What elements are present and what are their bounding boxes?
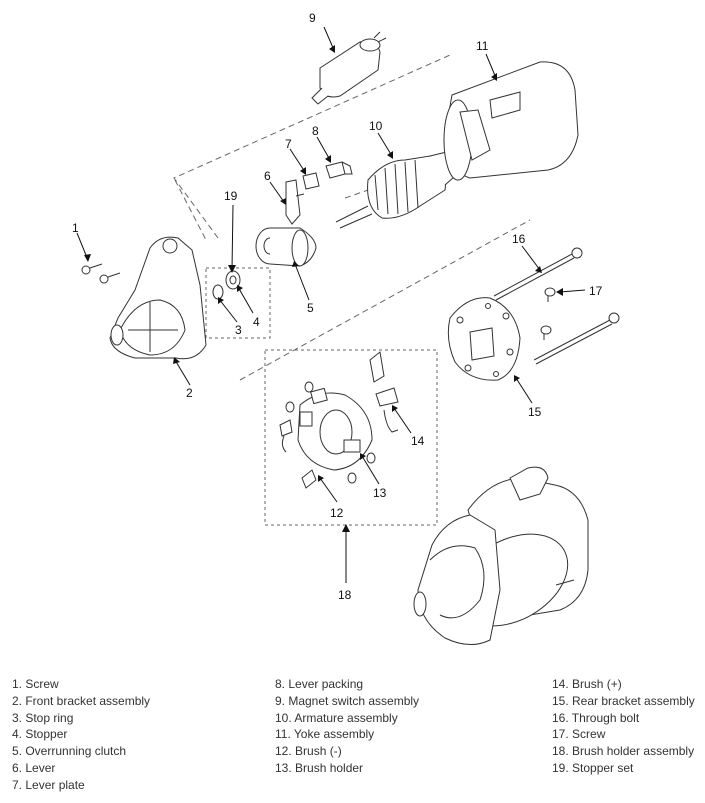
lever: [285, 179, 305, 225]
stopper-set-box: [205, 267, 271, 339]
screw-part-17: [540, 287, 556, 340]
callout-11: 11: [476, 39, 489, 53]
legend-item: 2. Front bracket assembly: [12, 693, 151, 708]
legend-item: 7. Lever plate: [12, 777, 85, 792]
through-bolt: [493, 247, 620, 365]
callout-10: 10: [369, 119, 383, 133]
brush-holder: [297, 387, 373, 471]
legend-item: 19. Stopper set: [552, 760, 634, 775]
callout-3: 3: [235, 323, 242, 337]
legend-item: 18. Brush holder assembly: [552, 744, 695, 759]
legend-item: 15. Rear bracket assembly: [552, 693, 695, 708]
overrunning-clutch: [255, 227, 317, 267]
callout-4: 4: [253, 315, 260, 329]
assembly-guide-lines: [173, 54, 531, 381]
callout-6: 6: [264, 169, 271, 183]
screw-part-1: [81, 263, 121, 284]
legend-item: 6. Lever: [12, 760, 56, 775]
callout-1: 1: [72, 221, 79, 235]
brush-positive: [369, 351, 399, 433]
legend-item: 11. Yoke assembly: [275, 727, 375, 742]
legend-item: 10. Armature assembly: [275, 710, 398, 725]
exploded-diagram: 1 2 3 4 5 6 7 8 9 10 11 12 13 14 15 16 1…: [72, 11, 620, 645]
callout-13: 13: [373, 486, 387, 500]
brush-spring: [285, 381, 376, 484]
callout-5: 5: [307, 301, 314, 315]
legend-item: 9. Magnet switch assembly: [275, 693, 420, 708]
callout-7: 7: [285, 137, 292, 151]
callout-18: 18: [338, 588, 352, 602]
legend-item: 16. Through bolt: [552, 710, 640, 725]
legend-item: 1. Screw: [12, 677, 59, 691]
legend-column-2: 8. Lever packing 9. Magnet switch assemb…: [275, 676, 419, 777]
brush-negative: [279, 419, 317, 489]
stop-ring: [212, 284, 224, 300]
legend-item: 14. Brush (+): [552, 677, 622, 691]
legend-column-1: 1. Screw 2. Front bracket assembly 3. St…: [12, 676, 150, 794]
lever-packing: [325, 161, 353, 179]
assembled-starter: [413, 466, 589, 645]
callout-9: 9: [309, 11, 316, 25]
callout-14: 14: [411, 434, 425, 448]
legend-item: 8. Lever packing: [275, 677, 364, 691]
callout-19: 19: [224, 189, 238, 203]
legend-item: 4. Stopper: [12, 727, 68, 742]
legend-column-3: 14. Brush (+) 15. Rear bracket assembly …: [552, 676, 695, 777]
lever-plate: [302, 172, 320, 190]
leader-arrowheads: [84, 45, 563, 532]
callout-17: 17: [589, 284, 603, 298]
legend-item: 17. Screw: [552, 727, 606, 742]
callout-2: 2: [186, 386, 193, 400]
callout-16: 16: [512, 232, 526, 246]
legend-item: 13. Brush holder: [275, 760, 364, 775]
brush-holder-assembly-box: [264, 349, 438, 526]
leader-lines: [76, 26, 586, 583]
front-bracket-assembly: [109, 236, 207, 360]
magnet-switch-assembly: [311, 31, 387, 105]
rear-bracket-assembly: [447, 297, 521, 381]
legend-item: 5. Overrunning clutch: [12, 744, 127, 759]
legend-item: 12. Brush (-): [275, 744, 342, 759]
callout-8: 8: [312, 124, 319, 138]
yoke-assembly: [443, 61, 579, 181]
legend-item: 3. Stop ring: [12, 710, 74, 725]
callout-labels: 1 2 3 4 5 6 7 8 9 10 11 12 13 14 15 16 1…: [72, 11, 603, 602]
callout-15: 15: [528, 405, 542, 419]
callout-12: 12: [330, 506, 344, 520]
